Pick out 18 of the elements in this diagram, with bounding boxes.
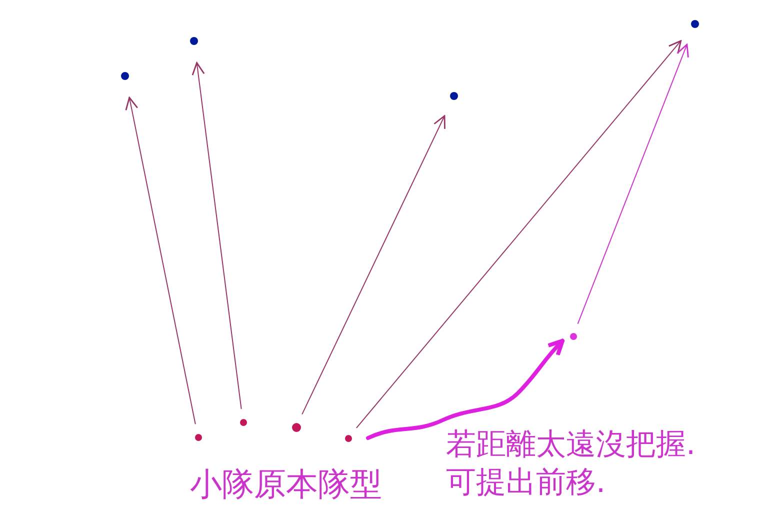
- dot: [194, 434, 202, 440]
- annotation-text: 可提出前移.: [446, 468, 606, 498]
- arrow: [577, 44, 689, 324]
- dot: [450, 92, 458, 100]
- arrow: [125, 96, 196, 424]
- dot: [570, 332, 576, 340]
- dot: [691, 20, 699, 28]
- annotation-text: 若距離太遠沒把握.: [446, 430, 696, 460]
- dot: [240, 418, 246, 426]
- dot: [344, 434, 352, 442]
- annotation-text: 小隊原本隊型: [190, 468, 382, 500]
- arrow: [366, 338, 565, 440]
- dot: [292, 422, 300, 432]
- arrow: [302, 115, 446, 414]
- dot: [190, 37, 198, 45]
- arrow: [192, 62, 242, 410]
- dot: [121, 72, 129, 80]
- arrow: [356, 40, 682, 428]
